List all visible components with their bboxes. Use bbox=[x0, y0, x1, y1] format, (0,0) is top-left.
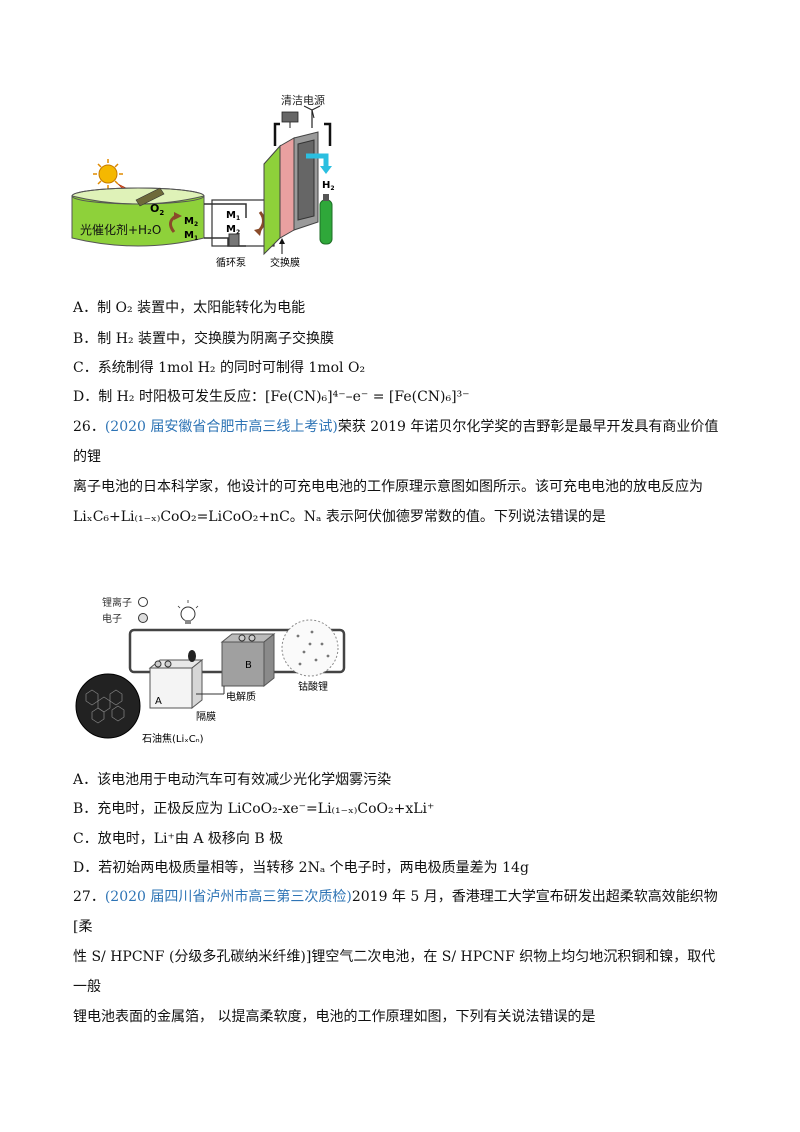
pump-label: 循环泵 bbox=[216, 256, 246, 269]
electrode-b-box: B bbox=[220, 632, 276, 688]
q26-stem: 26．(2020 届安徽省合肥市高三线上考试)荣获 2019 年诺贝尔化学奖的吉… bbox=[73, 412, 728, 532]
q27-line2: 性 S/ HPCNF (分级多孔碳纳米纤维)]锂空气二次电池，在 S/ HPCN… bbox=[73, 949, 716, 995]
q26-line3: LiₓC₆+Li₍₁₋ₓ₎CoO₂=LiCoO₂+nC。Nₐ 表示阿伏伽德罗常数… bbox=[73, 509, 606, 525]
cell-m1-label: M1 bbox=[226, 210, 240, 222]
q26-option-c: C．放电时，Li⁺由 A 极移向 B 极 bbox=[73, 831, 284, 847]
figure-hydrogen-production-diagram: 清洁电源 O2 光催化剂+H₂O M2 M1 M1 M2 bbox=[71, 93, 335, 269]
q26-option-b: B．充电时，正极反应为 LiCoO₂-xe⁻=Li₍₁₋ₓ₎CoO₂+xLi⁺ bbox=[73, 801, 435, 817]
q26-line1: 荣获 2019 年诺贝尔化学奖的吉野彰是最早开发具有商业价值的锂 bbox=[73, 419, 719, 465]
clean-power-label: 清洁电源 bbox=[281, 93, 325, 107]
m2-label: M2 bbox=[184, 216, 198, 228]
figure-lithium-battery-diagram: 锂离子 电子 A B 钴酸锂 电解质 隔膜 bbox=[75, 596, 346, 745]
solar-panel-icon bbox=[281, 111, 299, 128]
q27-line1: 2019 年 5 月，香港理工大学宣布研发出超柔软高效能织物[柔 bbox=[73, 889, 718, 935]
q26-option-a: A．该电池用于电动汽车可有效减少光化学烟雾污染 bbox=[73, 772, 392, 788]
m1-label: M1 bbox=[184, 230, 198, 242]
q27-stem: 27．(2020 届四川省泸州市高三第三次质检)2019 年 5 月，香港理工大… bbox=[73, 882, 728, 1032]
electrode-a-box: A bbox=[148, 658, 204, 710]
electrolyte-label: 电解质 bbox=[226, 690, 256, 703]
q27-number: 27． bbox=[73, 889, 105, 905]
h2-label: H2 bbox=[322, 180, 335, 192]
lithium-cobaltate-structure bbox=[281, 619, 339, 677]
electrode-a-label: A bbox=[155, 696, 162, 707]
lithium-ion-icon bbox=[138, 597, 148, 607]
separator-label: 隔膜 bbox=[196, 711, 216, 723]
sun-icon bbox=[93, 159, 123, 189]
electron-icon bbox=[138, 613, 148, 623]
q27-line3: 锂电池表面的金属箔， 以提高柔软度，电池的工作原理如图，下列有关说法错误的是 bbox=[73, 1009, 596, 1025]
electrode-b-label: B bbox=[245, 660, 252, 671]
q27-source: (2020 届四川省泸州市高三第三次质检) bbox=[104, 889, 352, 905]
circulation-pump-icon bbox=[228, 233, 240, 247]
cell-m2-label: M2 bbox=[226, 224, 240, 236]
q25-option-d: D．制 H₂ 时阳极可发生反应：[Fe(CN)₆]⁴⁻–e⁻ = [Fe(CN)… bbox=[73, 389, 470, 405]
legend-electron: 电子 bbox=[102, 612, 122, 625]
membrane-label: 交换膜 bbox=[270, 256, 300, 269]
q26-line2: 离子电池的日本科学家，他设计的可充电电池的工作原理示意图如图所示。该可充电电池的… bbox=[73, 479, 703, 495]
legend-lithium-ion: 锂离子 bbox=[102, 596, 132, 609]
q25-option-a: A．制 O₂ 装置中，太阳能转化为电能 bbox=[73, 300, 306, 316]
wind-turbine-icon bbox=[303, 105, 321, 128]
o2-label: O2 bbox=[150, 202, 164, 217]
hydrogen-cylinder-icon bbox=[319, 199, 333, 245]
cobalt-label: 钴酸锂 bbox=[298, 680, 328, 693]
coke-label: 石油焦(LiₓCₙ) bbox=[142, 732, 204, 745]
q25-option-c: C．系统制得 1mol H₂ 的同时可制得 1mol O₂ bbox=[73, 360, 366, 376]
solution-label: 光催化剂+H₂O bbox=[80, 222, 161, 237]
petroleum-coke-structure bbox=[75, 673, 141, 739]
light-bulb-icon bbox=[177, 600, 199, 624]
q26-source: (2020 届安徽省合肥市高三线上考试) bbox=[104, 419, 338, 435]
q26-number: 26． bbox=[73, 419, 105, 435]
q26-option-d: D．若初始两电极质量相等，当转移 2Nₐ 个电子时，两电极质量差为 14g bbox=[73, 860, 529, 876]
q25-option-b: B．制 H₂ 装置中，交换膜为阴离子交换膜 bbox=[73, 331, 335, 347]
